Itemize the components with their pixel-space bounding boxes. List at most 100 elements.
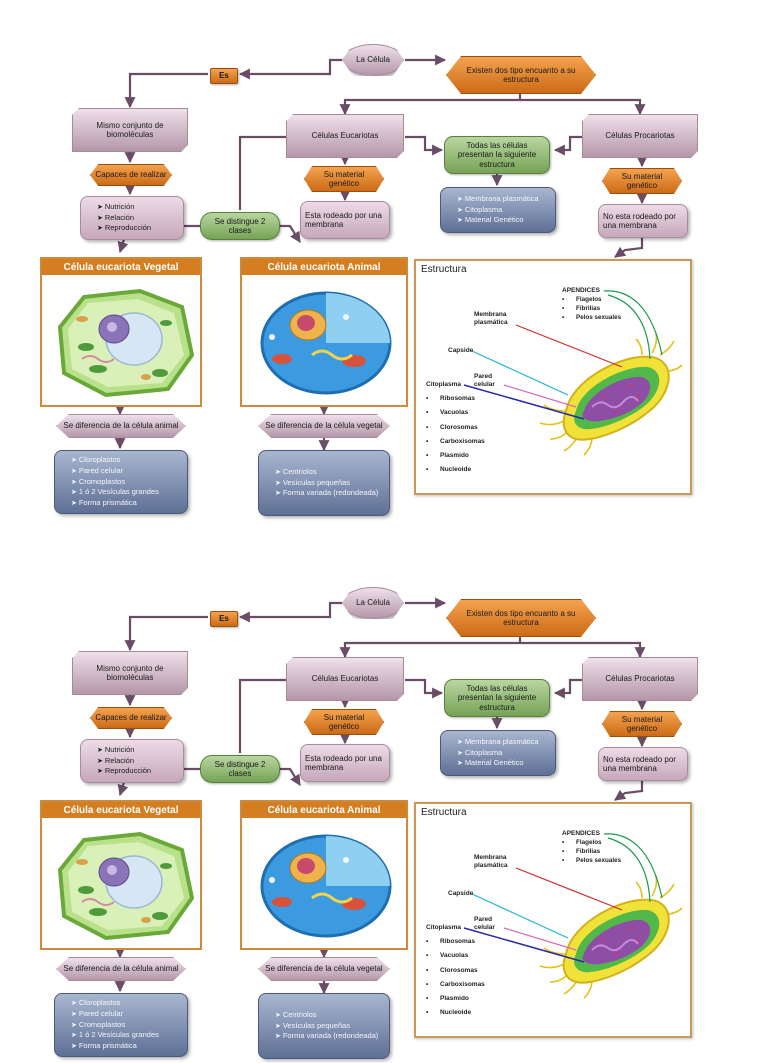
list-item: Nucleoide <box>426 1006 485 1020</box>
list-item: Fibrilias <box>562 847 621 856</box>
list-item: Forma variada (redondeada) <box>275 1031 378 1042</box>
material-genetico-eucariota: Su material genético <box>304 166 384 192</box>
vegetal-items: CloroplastosPared celularCromoplastos1 ó… <box>59 455 159 509</box>
eucariotas-node: Células Eucariotas <box>286 657 404 701</box>
root-node-la-celula: La Célula <box>342 44 404 76</box>
citoplasma-label: Citoplasma <box>426 381 462 388</box>
animal-items: CentriolosVesículas pequeñasForma variad… <box>263 1010 378 1042</box>
vegetal-list: CloroplastosPared celularCromoplastos1 ó… <box>54 450 188 514</box>
list-item: Clorosomas <box>426 964 485 978</box>
diferencia-vegetal-node: Se diferencia de la célula vegetal <box>258 414 390 438</box>
bacteria-illustration <box>463 290 683 456</box>
concept-map: La Célula Es Existen dos tipo encuanto a… <box>0 543 768 1063</box>
list-item: Forma prismática <box>71 498 159 509</box>
list-item: Ribosomas <box>426 392 485 406</box>
parts-list: RibosomasVacuolasClorosomasCarboxisomasP… <box>426 935 485 1021</box>
estructura-list: Membrana plasmáticaCitoplasmaMaterial Ge… <box>440 730 556 776</box>
list-item: Carboxisomas <box>426 978 485 992</box>
vegetal-title: Célula eucariota Vegetal <box>42 259 200 275</box>
es-label: Es <box>210 611 238 627</box>
list-item: Pared celular <box>71 1009 159 1020</box>
apendices-label: APENDICES <box>562 287 600 294</box>
list-item: Vacuolas <box>426 406 485 420</box>
functions-list: NutriciónRelaciónReproducción <box>80 739 184 783</box>
animal-list: CentriolosVesículas pequeñasForma variad… <box>258 450 390 516</box>
animal-panel: Célula eucariota Animal <box>240 800 408 950</box>
functions-items: NutriciónRelaciónReproducción <box>85 745 151 777</box>
list-item: 1 ó 2 Vesículas grandes <box>71 1030 159 1041</box>
list-item: Nucleoide <box>426 463 485 477</box>
connector-lines <box>114 597 648 995</box>
list-item: Membrana plasmática <box>457 194 539 205</box>
material-genetico-procariota: Su material genético <box>602 168 682 194</box>
list-item: Centriolos <box>275 467 378 478</box>
animal-title: Célula eucariota Animal <box>242 259 406 275</box>
list-item: Vesículas pequeñas <box>275 1021 378 1032</box>
plant-cell-illustration <box>57 288 195 398</box>
connector-lines <box>114 54 648 452</box>
types-node: Existen dos tipo encuanto a su estructur… <box>446 599 596 637</box>
rodeado-node: Esta rodeado por una membrana <box>300 201 390 239</box>
list-item: Nutrición <box>97 202 151 213</box>
apendices-list: FlagelosFibriliasPelos sexuales <box>562 838 621 865</box>
list-item: Relación <box>97 756 151 767</box>
capaces-node: Capaces de realizar <box>90 164 172 186</box>
list-item: Relación <box>97 213 151 224</box>
vegetal-list: CloroplastosPared celularCromoplastos1 ó… <box>54 993 188 1057</box>
animal-panel: Célula eucariota Animal <box>240 257 408 407</box>
list-item: Carboxisomas <box>426 435 485 449</box>
functions-list: NutriciónRelaciónReproducción <box>80 196 184 240</box>
list-item: Forma variada (redondeada) <box>275 488 378 499</box>
list-item: Flagelos <box>562 295 621 304</box>
bacteria-illustration <box>463 833 683 999</box>
no-rodeado-node: No esta rodeado por una membrana <box>598 204 688 238</box>
list-item: Pared celular <box>71 466 159 477</box>
pared-label: Pared celular <box>474 916 495 931</box>
types-node: Existen dos tipo encuanto a su estructur… <box>446 56 596 94</box>
procariotas-node: Células Procariotas <box>582 657 698 701</box>
distingue-node: Se distingue 2 clases <box>200 755 280 783</box>
vegetal-panel: Célula eucariota Vegetal <box>40 800 202 950</box>
list-item: Clorosomas <box>426 421 485 435</box>
list-item: Material Genético <box>457 758 539 769</box>
list-item: Pelos sexuales <box>562 856 621 865</box>
vegetal-panel: Célula eucariota Vegetal <box>40 257 202 407</box>
list-item: Cromoplastos <box>71 1020 159 1031</box>
functions-items: NutriciónRelaciónReproducción <box>85 202 151 234</box>
list-item: Cloroplastos <box>71 998 159 1009</box>
animal-cell-illustration <box>260 834 392 938</box>
list-item: Reproducción <box>97 766 151 777</box>
list-item: Forma prismática <box>71 1041 159 1052</box>
material-genetico-procariota: Su material genético <box>602 711 682 737</box>
list-item: Pelos sexuales <box>562 313 621 322</box>
apendices-label: APENDICES <box>562 830 600 837</box>
todas-node: Todas las células presentan la siguiente… <box>444 679 550 717</box>
estructura-items: Membrana plasmáticaCitoplasmaMaterial Ge… <box>445 194 539 226</box>
estructura-list: Membrana plasmáticaCitoplasmaMaterial Ge… <box>440 187 556 233</box>
animal-list: CentriolosVesículas pequeñasForma variad… <box>258 993 390 1059</box>
rodeado-node: Esta rodeado por una membrana <box>300 744 390 782</box>
bacteria-title: Estructura <box>421 264 467 275</box>
diferencia-vegetal-node: Se diferencia de la célula vegetal <box>258 957 390 981</box>
list-item: Reproducción <box>97 223 151 234</box>
parts-list: RibosomasVacuolasClorosomasCarboxisomasP… <box>426 392 485 478</box>
list-item: Plasmido <box>426 449 485 463</box>
diferencia-animal-node: Se diferencia de la célula animal <box>56 957 186 981</box>
list-item: Flagelos <box>562 838 621 847</box>
list-item: Cloroplastos <box>71 455 159 466</box>
animal-cell-illustration <box>260 291 392 395</box>
todas-node: Todas las células presentan la siguiente… <box>444 136 550 174</box>
membrana-label: Membrana plasmática <box>474 311 508 326</box>
capaces-node: Capaces de realizar <box>90 707 172 729</box>
biomoleculas-node: Mismo conjunto de biomoléculas <box>72 651 188 695</box>
estructura-items: Membrana plasmáticaCitoplasmaMaterial Ge… <box>445 737 539 769</box>
bacteria-panel: Estructura APENDICES Fla <box>414 802 692 1038</box>
bacteria-title: Estructura <box>421 807 467 818</box>
pared-label: Pared celular <box>474 373 495 388</box>
capside-label: Capside <box>448 890 474 897</box>
concept-map: La Célula Es Existen dos tipo encuanto a… <box>0 0 768 520</box>
list-item: Centriolos <box>275 1010 378 1021</box>
animal-items: CentriolosVesículas pequeñasForma variad… <box>263 467 378 499</box>
list-item: Material Genético <box>457 215 539 226</box>
list-item: Fibrilias <box>562 304 621 313</box>
